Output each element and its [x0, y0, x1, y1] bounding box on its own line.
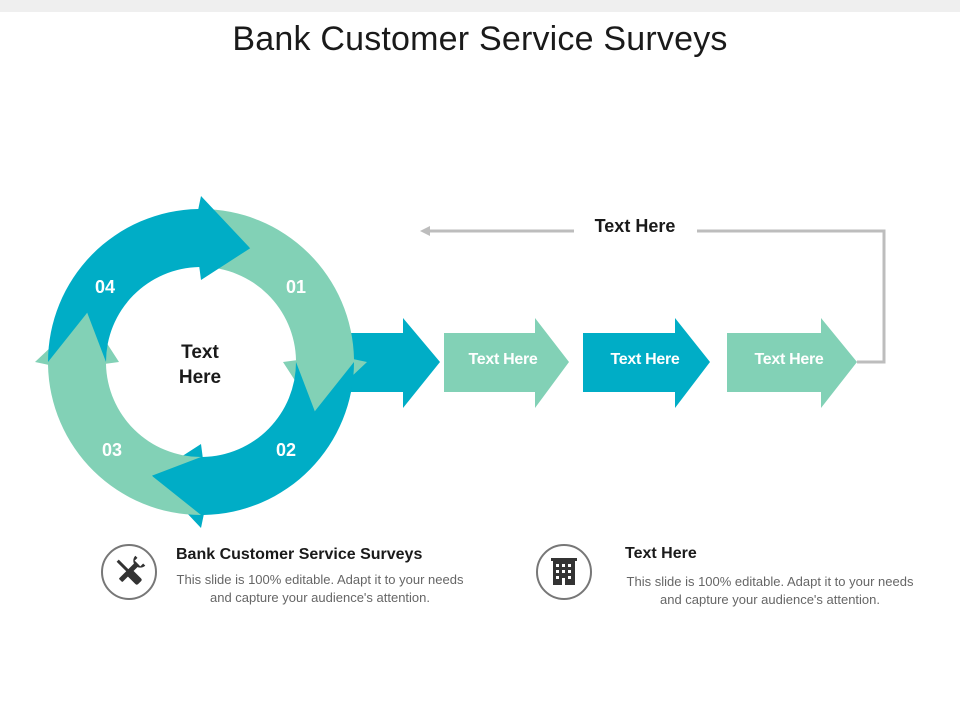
cycle-segment-03: [35, 312, 201, 515]
segment-number-01: 01: [285, 277, 307, 297]
exit-arrow: [330, 318, 440, 408]
top-bar: [0, 0, 960, 12]
loop-label: Text Here: [594, 216, 676, 236]
flow-step-label-1: Text Here: [468, 351, 538, 368]
segment-number-02: 02: [275, 440, 297, 460]
cycle-segment-01: [201, 209, 367, 412]
flow-step-label-2: Text Here: [610, 351, 680, 368]
segment-number-03: 03: [101, 440, 123, 460]
info-body-2: This slide is 100% editable. Adapt it to…: [626, 574, 914, 607]
cycle-center-label: Text Here: [178, 342, 222, 388]
flow-step-label-3: Text Here: [754, 351, 824, 368]
slide-title: Bank Customer Service Surveys: [232, 20, 728, 58]
info-title-2: Text Here: [625, 545, 697, 562]
flow-arrow-2: [583, 318, 710, 408]
flow-arrow-1: [444, 318, 569, 408]
info-title-1: Bank Customer Service Surveys: [176, 546, 423, 563]
info-body-1: This slide is 100% editable. Adapt it to…: [176, 572, 464, 605]
segment-number-04: 04: [94, 277, 116, 297]
cycle-segment-04: [47, 196, 251, 362]
loop-connector-line: [697, 229, 886, 364]
loop-arrowhead: [420, 226, 430, 236]
building-icon: [536, 544, 592, 600]
cycle-segment-02: [151, 362, 354, 528]
tools-icon: [101, 544, 157, 600]
flow-arrow-3: [727, 318, 857, 408]
